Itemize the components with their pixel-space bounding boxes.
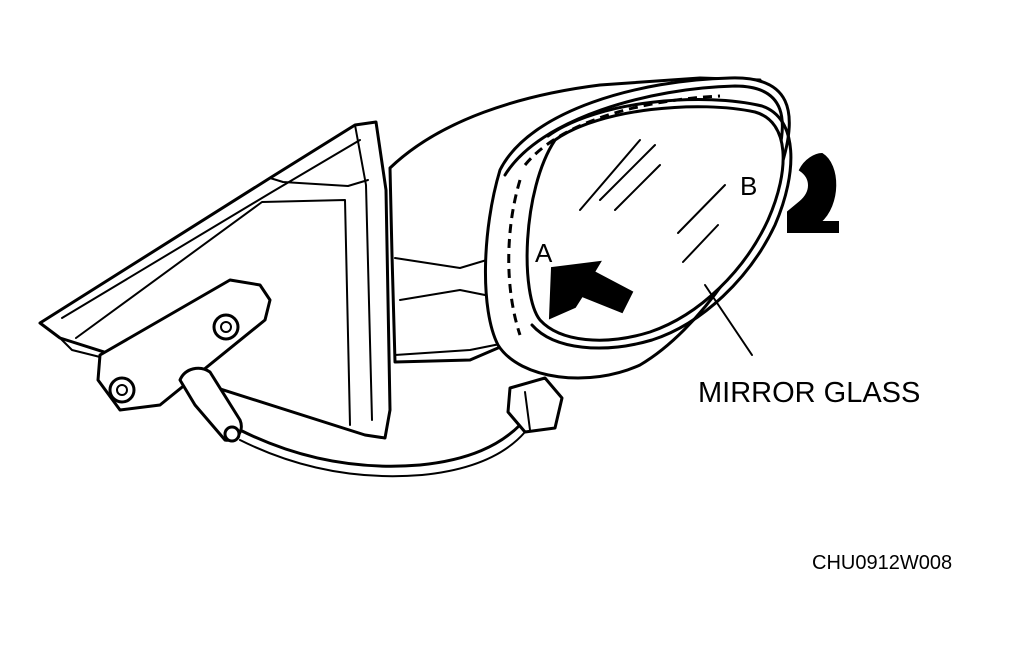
rotate-arrow-icon — [787, 152, 839, 233]
bolt-icon — [212, 313, 240, 341]
connector-plug — [178, 366, 243, 443]
label-point-a: A — [535, 238, 553, 268]
leader-line — [704, 284, 753, 356]
label-mirror-glass: MIRROR GLASS — [698, 377, 920, 409]
mounting-plate — [96, 278, 272, 412]
figure-code: CHU0912W008 — [812, 552, 952, 574]
harness-cable — [238, 376, 564, 478]
push-arrow-icon — [548, 260, 634, 320]
bolt-icon — [108, 376, 136, 404]
label-point-b: B — [740, 171, 757, 201]
